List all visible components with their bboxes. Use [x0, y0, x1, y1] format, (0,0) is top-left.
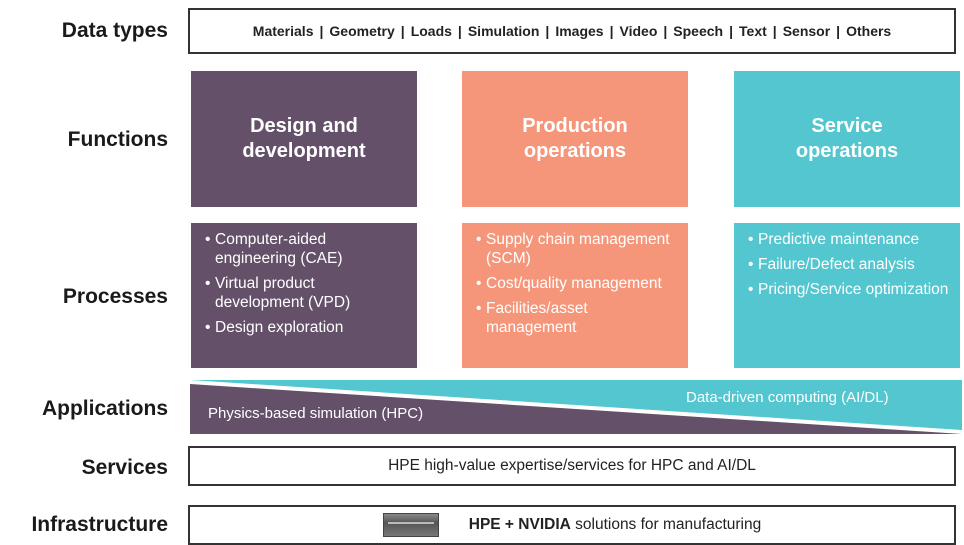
data-type-item: Images [555, 23, 604, 39]
data-type-item: Geometry [329, 23, 395, 39]
applications-data-driven-label: Data-driven computing (AI/DL) [686, 389, 889, 406]
function-title: Design and development [242, 115, 366, 162]
processes-production-operations: Supply chain management (SCM) Cost/quali… [462, 223, 688, 368]
data-type-item: Others [846, 23, 892, 39]
separator: | [457, 23, 462, 39]
separator: | [836, 23, 841, 39]
services-box: HPE high-value expertise/services for HP… [188, 446, 956, 486]
process-item: Computer-aided engineering (CAE) [205, 231, 407, 269]
data-type-item: Simulation [467, 23, 540, 39]
label-services: Services [81, 456, 168, 479]
process-item: Pricing/Service optimization [748, 281, 950, 300]
separator: | [319, 23, 324, 39]
process-item: Predictive maintenance [748, 231, 950, 250]
process-item: Supply chain management (SCM) [476, 231, 678, 269]
physics-triangle [190, 384, 962, 434]
separator: | [729, 23, 734, 39]
separator: | [609, 23, 614, 39]
infrastructure-box: HPE + NVIDIA solutions for manufacturing [188, 505, 956, 545]
separator: | [663, 23, 668, 39]
label-applications: Applications [41, 397, 168, 420]
process-item: Facilities/asset management [476, 300, 678, 338]
process-item: Design exploration [205, 319, 407, 338]
label-data-types: Data types [61, 19, 168, 42]
processes-design-development: Computer-aided engineering (CAE) Virtual… [191, 223, 417, 368]
function-design-development: Design and development [191, 71, 417, 207]
separator: | [772, 23, 777, 39]
data-type-item: Speech [673, 23, 724, 39]
function-service-operations: Service operations [734, 71, 960, 207]
data-type-item: Sensor [782, 23, 831, 39]
process-item: Failure/Defect analysis [748, 256, 950, 275]
separator: | [545, 23, 550, 39]
label-processes: Processes [62, 285, 168, 308]
data-type-item: Text [739, 23, 767, 39]
data-type-item: Materials [252, 23, 314, 39]
infrastructure-brand: HPE + NVIDIA [468, 516, 571, 533]
function-production-operations: Production operations [462, 71, 688, 207]
separator: | [400, 23, 405, 39]
services-text: HPE high-value expertise/services for HP… [388, 457, 756, 474]
function-title: Production operations [522, 115, 628, 162]
processes-service-operations: Predictive maintenance Failure/Defect an… [734, 223, 960, 368]
server-icon [382, 513, 439, 537]
data-driven-triangle [190, 380, 962, 430]
data-type-item: Loads [410, 23, 452, 39]
function-title: Service operations [795, 115, 899, 162]
process-item: Cost/quality management [476, 275, 678, 294]
data-types-bar: Materials | Geometry | Loads | Simulation | Imag… [188, 8, 956, 54]
label-functions: Functions [67, 128, 168, 151]
applications-physics-label: Physics-based simulation (HPC) [208, 405, 424, 422]
data-type-item: Video [619, 23, 658, 39]
label-infrastructure: Infrastructure [31, 513, 168, 536]
infrastructure-text: solutions for manufacturing [570, 516, 762, 533]
applications-band [190, 380, 962, 434]
process-item: Virtual product development (VPD) [205, 275, 407, 313]
